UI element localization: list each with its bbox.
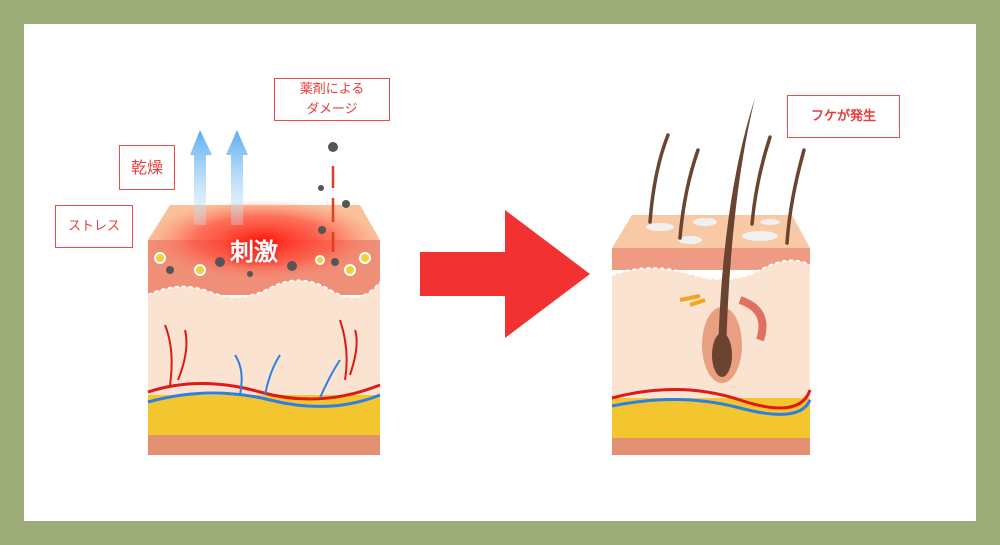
irritation-text: 刺激 xyxy=(230,238,278,266)
stress-label: ストレス xyxy=(55,205,133,248)
dryness-label: 乾燥 xyxy=(119,145,175,190)
dandruff-skin-block xyxy=(611,98,812,455)
transition-arrow xyxy=(420,210,590,338)
chemical-particles xyxy=(318,142,350,252)
chemical-damage-line2: ダメージ xyxy=(306,101,358,117)
moisture-loss-arrows xyxy=(190,130,248,225)
chemical-damage-label: 薬剤による ダメージ xyxy=(274,78,390,121)
dandruff-label: フケが発生 xyxy=(787,95,900,138)
chemical-damage-line1: 薬剤による xyxy=(299,82,365,97)
